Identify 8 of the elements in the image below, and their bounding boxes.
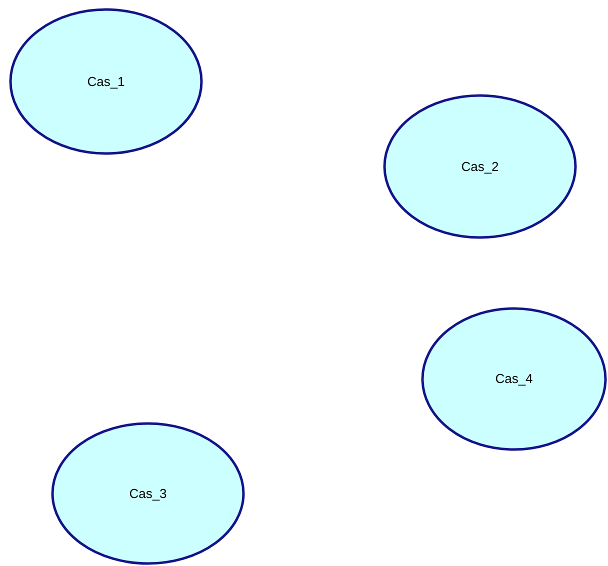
ellipse-label: Cas_2 (461, 158, 499, 176)
ellipse-label: Cas_4 (495, 370, 533, 388)
use-case-ellipse (51, 422, 245, 565)
ellipse-label: Cas_3 (129, 484, 167, 503)
use-case-ellipse (421, 307, 607, 451)
ellipse-label: Cas_1 (87, 72, 125, 91)
use-case-ellipse (383, 94, 577, 239)
use-case-ellipse (9, 8, 203, 155)
